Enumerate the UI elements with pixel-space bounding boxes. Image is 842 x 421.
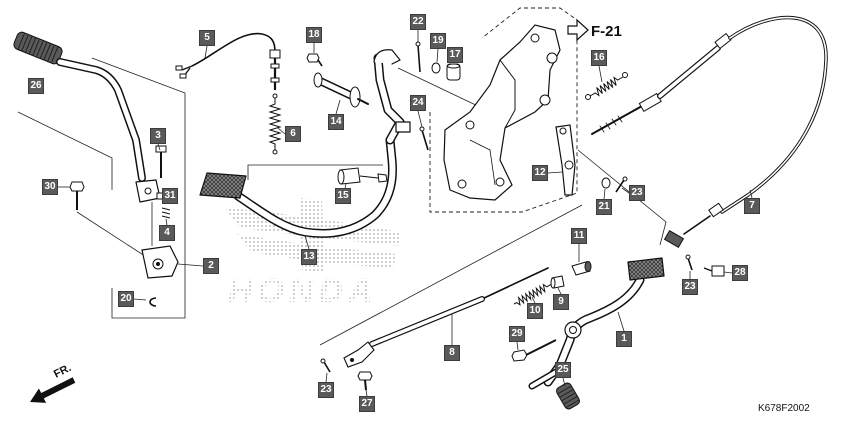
callout-19: 19 (430, 33, 446, 49)
callout-14: 14 (328, 114, 344, 130)
guide-lines (17, 57, 667, 346)
callout-18: 18 (306, 27, 322, 43)
pin-23-lower (320, 358, 331, 373)
bolt-18 (306, 53, 323, 67)
pin-24 (419, 126, 429, 151)
return-spring-16 (585, 72, 628, 100)
pedal-rubber-25 (556, 382, 580, 410)
callout-16: 16 (591, 50, 607, 66)
washer-19 (431, 62, 441, 74)
bolt-30 (69, 181, 85, 210)
pin-23-upper (615, 176, 628, 193)
callout-leader-lines (58, 30, 753, 397)
callout-6: 6 (285, 126, 301, 142)
reference-f21: F-21 (567, 18, 622, 42)
collar-15 (337, 167, 388, 185)
outline-arrow-right-icon (567, 18, 589, 42)
joint-28 (703, 265, 725, 277)
callout-23-upper: 23 (629, 185, 645, 201)
front-direction-label: FR. (52, 362, 73, 381)
gearshift-arm-2 (141, 245, 179, 279)
reference-f21-label: F-21 (591, 23, 622, 40)
spring-washer-4 (161, 207, 171, 219)
bolt-29 (511, 339, 557, 362)
brake-arm-12 (555, 124, 576, 196)
callout-23-lower: 23 (318, 382, 334, 398)
brake-rod-8 (343, 267, 549, 368)
callout-3: 3 (150, 128, 166, 144)
callout-24: 24 (410, 95, 426, 111)
callout-4: 4 (159, 225, 175, 241)
callout-30: 30 (42, 179, 58, 195)
callout-27: 27 (359, 396, 375, 412)
callout-15: 15 (335, 188, 351, 204)
spring-10 (513, 283, 553, 306)
diagram-code: K678F2002 (758, 403, 810, 414)
callout-8: 8 (444, 345, 460, 361)
brake-pedal-13 (199, 49, 411, 238)
gearshift-pedal-rubber (13, 31, 63, 65)
bracket-dashed-outline (429, 7, 578, 213)
callout-21: 21 (596, 199, 612, 215)
joint-9 (550, 275, 565, 289)
callout-31: 31 (162, 188, 178, 204)
callout-2: 2 (203, 258, 219, 274)
callout-1: 1 (616, 331, 632, 347)
bolt-27 (357, 371, 373, 391)
callout-7: 7 (744, 198, 760, 214)
pedal-bracket (443, 24, 561, 201)
washer-21 (601, 177, 611, 189)
callout-29: 29 (509, 326, 525, 342)
callout-25: 25 (555, 362, 571, 378)
brake-cable-7 (591, 15, 828, 249)
stop-switch-cable-5 (175, 32, 281, 90)
gearshift-pedal-lever (56, 58, 161, 203)
collar-11 (571, 261, 592, 276)
callout-10: 10 (527, 303, 543, 319)
honda-watermark-text: HONDA (228, 272, 378, 310)
cotter-pin-22 (415, 41, 421, 73)
callout-9: 9 (553, 294, 569, 310)
callout-22: 22 (410, 14, 426, 30)
callout-20: 20 (118, 291, 134, 307)
arrow-down-left-icon (30, 377, 76, 403)
switch-spring-6 (268, 93, 282, 155)
pivot-bolt-3 (155, 145, 167, 178)
pin-23-middle (685, 254, 693, 271)
callout-5: 5 (199, 30, 215, 46)
brake-pedal-1 (528, 257, 665, 390)
callout-28: 28 (732, 265, 748, 281)
callout-23-middle: 23 (682, 279, 698, 295)
pedal-pivot-shaft-14 (313, 72, 369, 108)
callout-13: 13 (301, 249, 317, 265)
callout-11: 11 (571, 228, 587, 244)
callout-12: 12 (532, 165, 548, 181)
callout-26: 26 (28, 78, 44, 94)
front-direction-marker: FR. (30, 362, 76, 403)
collar-17 (446, 63, 461, 81)
callout-17: 17 (447, 47, 463, 63)
circlip-20 (149, 297, 157, 307)
